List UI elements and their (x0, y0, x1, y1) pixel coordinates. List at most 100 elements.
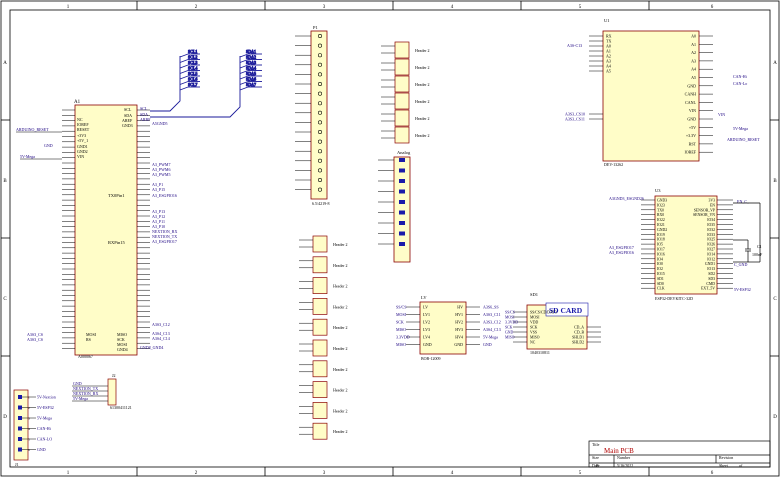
bus-entry-sda (239, 59, 249, 63)
esp32-ref: U3 (655, 188, 661, 193)
net-a5gnd: A5GND5 (152, 121, 168, 126)
analog-header[interactable]: Analog (393, 150, 411, 263)
arduino-pin-rs: RS (86, 337, 91, 342)
col-label-6: 6 (711, 5, 714, 10)
row-label-b: B (3, 179, 7, 184)
esp32-left-pin-name: RX0 (657, 213, 664, 217)
row-label-c-r: C (773, 297, 777, 302)
title-label: Title (592, 442, 600, 447)
header2-body (312, 235, 328, 253)
sd-left-pin-name: MISO (530, 336, 540, 340)
col-label-3b: 3 (323, 471, 326, 476)
sd-card-symbol[interactable]: SD CARD SD1 1040310811 (526, 292, 589, 355)
analog-pin-square (399, 242, 405, 246)
net-5v-mega-a1: 5V-Mega (20, 154, 35, 159)
nextion-connector[interactable]: J2 61300411121 GND NEXTION_TX NEXTION_RX… (73, 373, 132, 410)
level-shifter-symbol[interactable]: LV BOB-12009 (419, 295, 467, 361)
can-left-pin-name: RX (606, 34, 612, 39)
p1-pin-circle (317, 168, 322, 173)
row-label-a-r: A (773, 61, 777, 66)
esp32-left-pin-name: GND2 (657, 228, 667, 232)
revision-label: Revision (719, 455, 733, 460)
can-left-pin-name: A5 (606, 69, 611, 74)
can-right-pin-name: CANL (685, 100, 696, 105)
header2-body (312, 422, 328, 440)
arduino-name: TX0Pin1 (108, 193, 125, 198)
header2-body (394, 75, 410, 93)
lv-left-pin-name: LV (423, 305, 428, 310)
header2-label: Header 2 (333, 304, 348, 309)
lv-left-pin-name: GND (423, 342, 432, 347)
lv-right-net: A3S3_C12 (483, 320, 501, 325)
title-value: Main PCB (604, 447, 634, 455)
header2-body (312, 360, 328, 378)
j1-pin-net: 5V-Mega (37, 416, 52, 421)
header-p1[interactable]: P1 6.5/4219-8 (310, 25, 329, 206)
esp32-pin-lines: GND3IO23TX0RX0IO22IO21GND2IO19IO18IO5IO1… (641, 199, 733, 291)
can-module-symbol[interactable]: U1 DEV-13262 A3S-C13 (567, 18, 700, 167)
lv-right-pin-name: HV4 (455, 335, 463, 340)
arduino-pin-gnd1: GND1 (77, 144, 88, 149)
arduino-ref: A1 (74, 100, 81, 105)
arduino-mega-symbol[interactable]: A1 TX0Pin1 RXPin15 A000067 NC IOREF RESE… (74, 100, 138, 359)
frame-labels: 1 2 3 4 5 6 1 2 3 4 5 6 A B C D A B C D (3, 5, 777, 476)
can-left-net: A3S-C13 (567, 43, 582, 48)
esp32-right-pin-name: SD3 (708, 277, 715, 281)
net-arbf: ARBF (140, 117, 151, 122)
header2-body (394, 109, 410, 127)
header2-label: Header 2 (333, 367, 348, 372)
j1-pin-number: 6 (28, 448, 30, 452)
esp32-symbol[interactable]: U3 ESP32-DEVKITC-32D A3GND3_ESGND26 A3_E… (609, 188, 763, 301)
lv-right-pin-name: GND (454, 342, 463, 347)
header2-body (312, 298, 328, 315)
can-right-pin-name: A5 (691, 75, 696, 80)
esp32-right-pin-name: SENSOR_VP (694, 208, 715, 212)
arduino-part: A000067 (78, 354, 93, 359)
can-right-pin-name: GND (687, 117, 696, 122)
header2-body (312, 381, 328, 398)
j1-pin-square (18, 405, 22, 410)
j1-pin-number: 4 (28, 427, 30, 431)
net-a3-pwm6: A3_PWM6 (152, 167, 170, 172)
net-a3-p1: A3_P1 (152, 182, 163, 187)
bus-entry-sda (239, 81, 249, 85)
j2-ref: J2 (112, 373, 116, 378)
p1-pin-circle (317, 149, 322, 154)
arduino-pin-miso: MISO (117, 332, 127, 337)
net-a3-esgpio17: A3_ESGPIO17 (152, 239, 177, 244)
j1-pin-net: CAN-LO (37, 437, 52, 442)
p1-pin-circle (317, 33, 322, 38)
p1-pin-lines (295, 33, 322, 192)
can-right-pin-name: IOREF (684, 150, 696, 155)
net-a3s4-c14: A3S4_C14 (152, 336, 170, 341)
lv-left-pin-name: LV4 (423, 335, 430, 340)
date-label: Date (592, 463, 600, 468)
bus-label-sda: SDA6 (246, 77, 256, 82)
esp32-right-pin-name: IO35 (707, 223, 715, 227)
bus-label-sda: SDA5 (246, 71, 256, 76)
esp32-net-gpio16: A3_ESGPIO16 (609, 250, 634, 255)
j2-part: 61300411121 (110, 405, 132, 410)
analog-pin-square (399, 168, 405, 173)
arduino-pin-gnd3: GND3 (122, 123, 133, 128)
sd-title: SD CARD (549, 306, 583, 315)
row-label-a: A (3, 61, 7, 66)
col-label-2: 2 (195, 5, 198, 10)
net-a3-esgpio16: A3_ESGPIO16 (152, 193, 177, 198)
analog-label: Analog (397, 150, 411, 155)
col-label-4b: 4 (451, 471, 454, 476)
esp32-right-pin-name: EXT_5V (701, 287, 715, 291)
sd-left-net: GND (505, 331, 513, 335)
j2-net-5v: 5V-Mega (73, 396, 88, 401)
sd-right-pin-name: CD_A (574, 326, 584, 330)
sd-left-net: SCK (505, 326, 513, 330)
arduino-pin-sda: SDA (124, 113, 132, 118)
p1-pin-circle (317, 62, 322, 67)
bus-entry-scl (179, 81, 189, 85)
bus-label-sda: SDA4 (246, 66, 256, 71)
can-right-pin-name: CANH (685, 92, 696, 97)
j1-pin-net: GND (37, 447, 46, 452)
esp32-left-pin-name: IO17 (657, 248, 665, 252)
can-left-pin-name: A1 (606, 49, 611, 54)
